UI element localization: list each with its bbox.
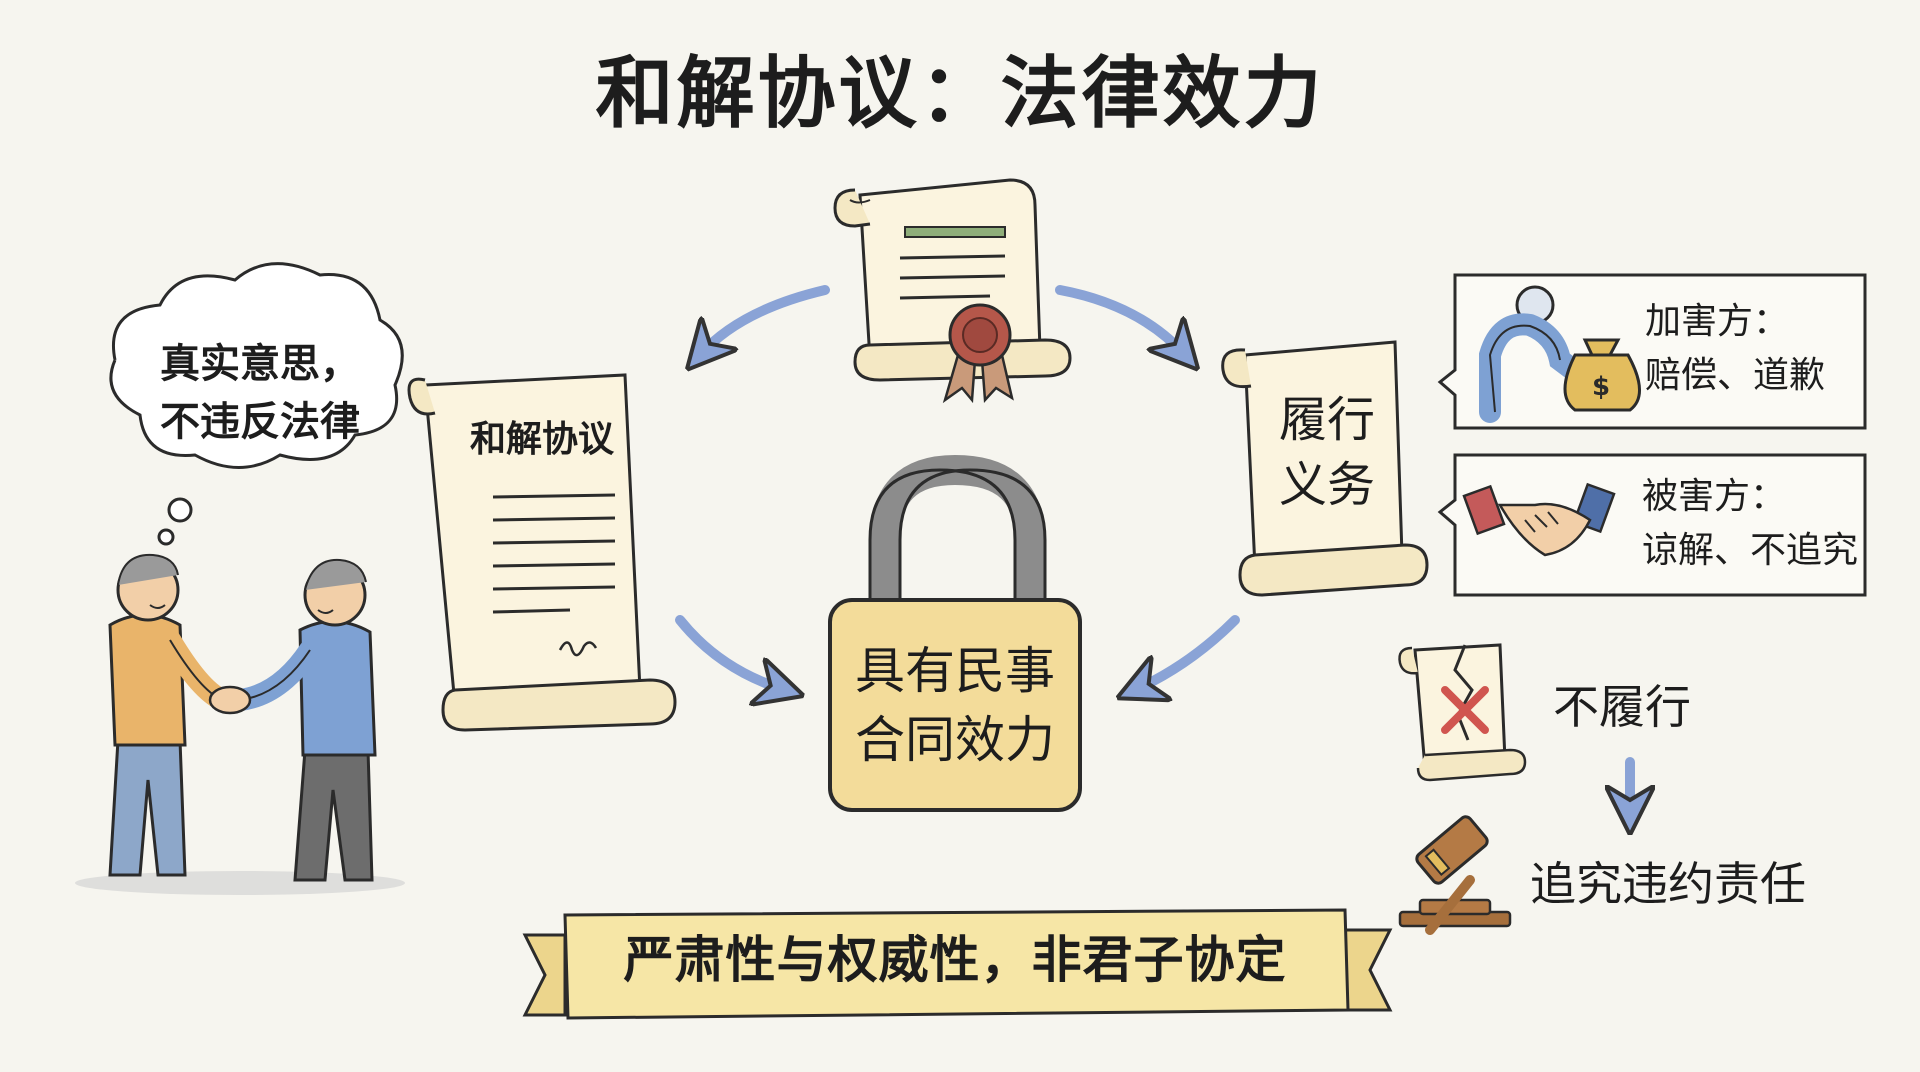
arrow-top-to-left <box>700 285 830 355</box>
nonperformance-label: 不履行 <box>1553 680 1691 734</box>
thought-bubble-text: 真实意思， 不违反法律 <box>160 341 360 445</box>
thought-cloud-icon <box>109 262 404 546</box>
gavel-icon <box>1398 815 1512 935</box>
torn-document-icon <box>1398 643 1527 782</box>
performance-obligation-label: 履行 义务 <box>1278 392 1375 513</box>
arrow-left-to-lock <box>675 615 785 690</box>
banner-ribbon <box>522 908 1393 1020</box>
handshake-icon <box>1462 482 1616 557</box>
arrow-top-to-right <box>1055 285 1185 355</box>
page-title: 和解协议：法律效力 <box>595 49 1325 139</box>
arrow-right-to-lock <box>1135 615 1240 690</box>
flow-arrows <box>675 285 1630 815</box>
person-bowing-icon <box>1479 285 1591 423</box>
padlock-icon <box>828 454 1082 812</box>
right-scroll <box>1221 340 1429 597</box>
banner-text: 严肃性与权威性，非君子协定 <box>623 931 1287 989</box>
left-scroll <box>407 373 677 732</box>
signature-mark <box>558 641 598 657</box>
money-bag-icon: $ <box>1563 338 1641 412</box>
people-handshake-icon <box>75 553 405 895</box>
victim-label: 被害方： 谅解、不追究 <box>1642 476 1859 571</box>
offender-label: 加害方： 赔偿、道歉 <box>1645 301 1826 396</box>
settlement-agreement-label: 和解协议 <box>470 419 615 460</box>
civil-contract-effect-label: 具有民事 合同效力 <box>855 642 1055 769</box>
victim-box <box>1437 453 1867 597</box>
wax-seal-icon <box>942 303 1014 404</box>
liability-label: 追究违约责任 <box>1530 857 1806 911</box>
svg-text:$: $ <box>1592 372 1610 402</box>
